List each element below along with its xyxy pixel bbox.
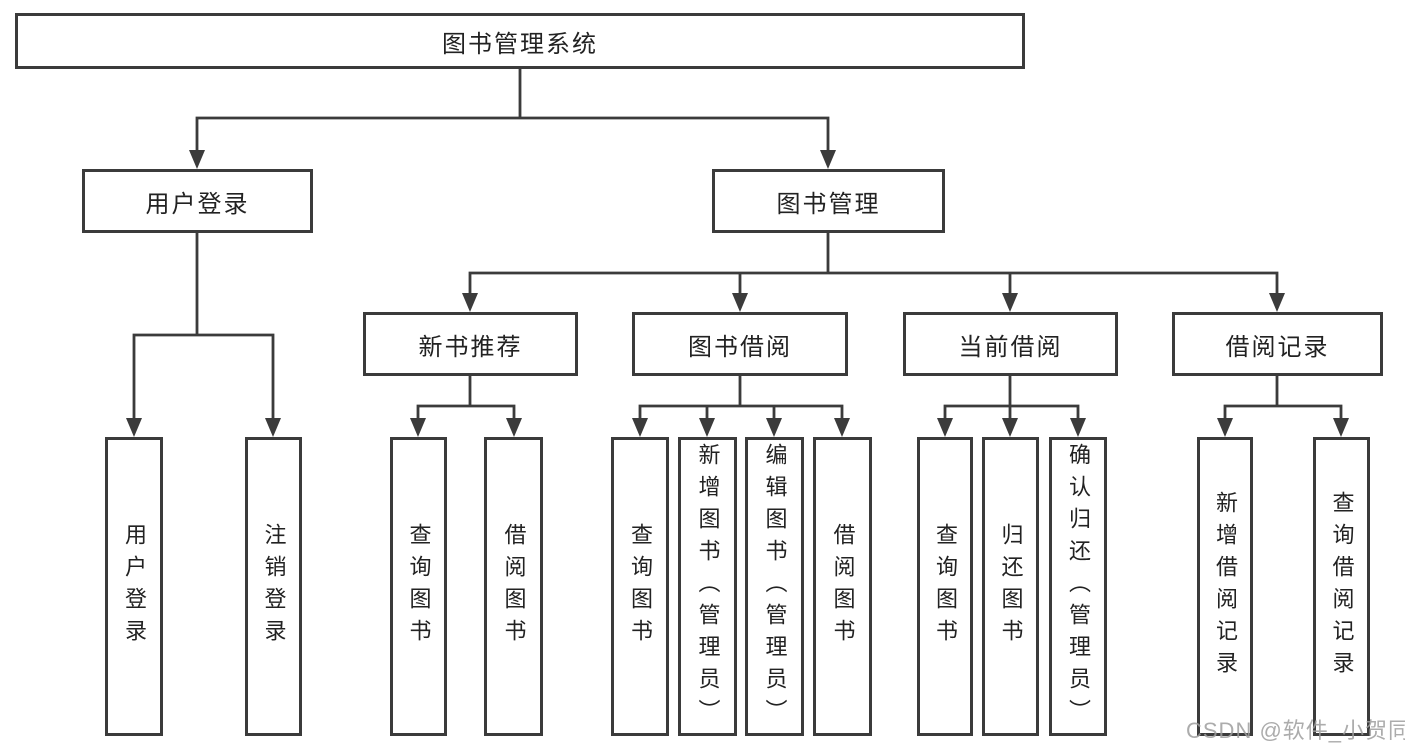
leaf-current-query-book: 查询图书: [917, 437, 973, 736]
leaf-recommend-borrow-book: 借阅图书: [484, 437, 543, 736]
leaf-user-login: 用户登录: [105, 437, 163, 736]
node-borrow-record: 借阅记录: [1172, 312, 1383, 376]
watermark: CSDN @软件_小贺同学: [1186, 718, 1405, 743]
leaf-add-borrow-record: 新增借阅记录: [1197, 437, 1253, 736]
node-library-management-system: 图书管理系统: [15, 13, 1025, 69]
leaf-recommend-query-book: 查询图书: [390, 437, 447, 736]
leaf-confirm-return-admin: 确认归还（管理员）: [1049, 437, 1107, 736]
leaf-logout: 注销登录: [245, 437, 302, 736]
node-new-book-recommend: 新书推荐: [363, 312, 578, 376]
arrowhead-group: [126, 150, 1349, 437]
leaf-add-book-admin: 新增图书（管理员）: [678, 437, 737, 736]
leaf-borrow-book: 借阅图书: [813, 437, 872, 736]
node-book-management: 图书管理: [712, 169, 945, 233]
node-user-login: 用户登录: [82, 169, 313, 233]
leaf-return-book: 归还图书: [982, 437, 1039, 736]
node-book-borrow: 图书借阅: [632, 312, 848, 376]
leaf-query-borrow-record: 查询借阅记录: [1313, 437, 1370, 736]
leaf-borrow-query-book: 查询图书: [611, 437, 669, 736]
node-current-borrow: 当前借阅: [903, 312, 1118, 376]
leaf-edit-book-admin: 编辑图书（管理员）: [745, 437, 804, 736]
